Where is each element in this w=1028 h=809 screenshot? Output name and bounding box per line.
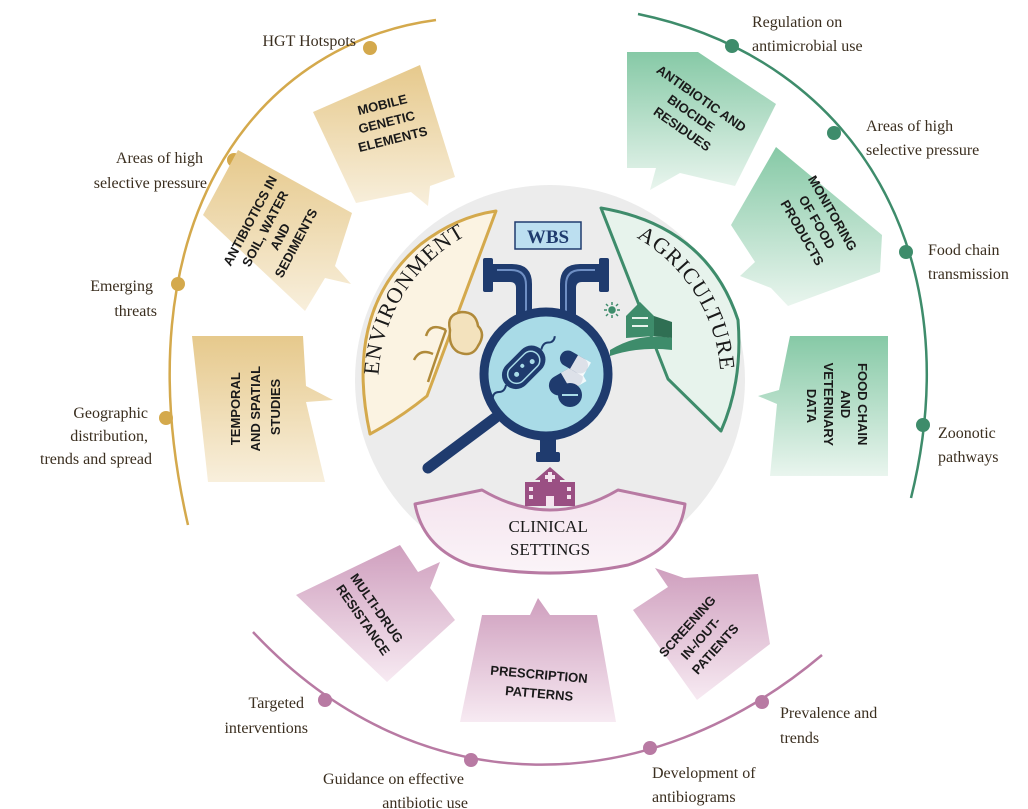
wbs-badge: WBS [514, 221, 582, 250]
agr-box-veterinary-data: FOOD CHAIN AND VETERINARY DATA [758, 336, 888, 476]
agriculture-outer-arc [637, 12, 929, 499]
env-box-temporal-spatial: TEMPORAL AND SPATIAL STUDIES [192, 336, 333, 482]
clinical-dots [318, 693, 769, 767]
env-box-antibiotics-soil: ANTIBIOTICS IN SOIL, WATER AND SEDIMENTS [203, 150, 352, 311]
clin-outer-guidance: Guidance on effective antibiotic use [323, 771, 468, 809]
env-outer-emerging-threats: Emerging threats [90, 278, 157, 320]
svg-text:TEMPORAL AND SPATIAL: TEMPORAL AND SPATIAL STUDIES [228, 363, 283, 452]
agr-outer-selective-pressure: Areas of high selective pressure [866, 118, 979, 159]
clin-outer-antibiograms: Development of antibiograms [652, 765, 760, 806]
agriculture-dots [725, 39, 930, 432]
agr-outer-food-chain: Food chain transmission [928, 242, 1009, 283]
clinical-sector: CLINICAL SETTINGS [413, 467, 687, 575]
svg-text:FOOD CHAIN AND: FOOD CHAIN AND VETERINARY DATA [804, 363, 870, 450]
bacterium-icon [491, 336, 556, 399]
environment-outer-labels: HGT Hotspots Areas of high selective pre… [40, 33, 356, 468]
clinical-label: CLINICAL SETTINGS [509, 517, 592, 559]
tree-icon [412, 310, 484, 383]
clin-box-screening: SCREENING IN-/OUT- PATIENTS [633, 568, 770, 700]
sun-icon [604, 302, 620, 318]
clin-box-multi-drug: MULTI-DRUG RESISTANCE [296, 545, 455, 682]
env-outer-selective-pressure: Areas of high selective pressure [94, 150, 207, 192]
hospital-icon [525, 467, 575, 506]
agr-box-food-products: MONITORING OF FOOD PRODUCTS [731, 147, 882, 306]
environment-outer-arc [168, 18, 437, 526]
magnifier-icon [422, 307, 613, 474]
agriculture-outer-labels: Regulation on antimicrobial use Areas of… [752, 14, 1009, 466]
pills-icon [548, 350, 591, 407]
clin-outer-prevalence: Prevalence and trends [780, 705, 881, 747]
clin-outer-targeted: Targeted interventions [224, 695, 308, 737]
env-box-mobile-genetic: MOBILE GENETIC ELEMENTS [313, 65, 455, 206]
env-outer-geographic: Geographic distribution, trends and spre… [40, 405, 152, 468]
agr-outer-zoonotic: Zoonotic pathways [938, 425, 1000, 466]
clin-box-prescription: PRESCRIPTION PATTERNS [460, 598, 616, 722]
barn-icon [610, 302, 672, 356]
wbs-badge-label: WBS [527, 227, 569, 248]
clinical-outer-labels: Targeted interventions Guidance on effec… [224, 695, 881, 809]
agr-outer-regulation: Regulation on antimicrobial use [752, 14, 863, 55]
agr-box-antibiotic-residues: ANTIBIOTIC AND BIOCIDE RESIDUES [627, 52, 776, 190]
env-outer-hgt-hotspots: HGT Hotspots [263, 33, 357, 50]
